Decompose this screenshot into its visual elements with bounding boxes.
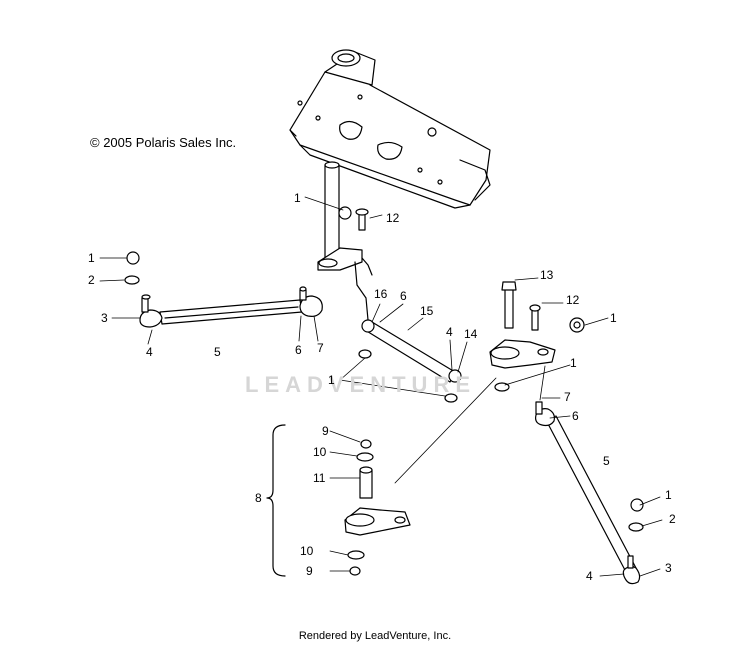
callout-label: 13: [540, 268, 554, 282]
callout-label: 9: [322, 424, 329, 438]
callout-label: 14: [464, 327, 478, 341]
render-credit: Rendered by LeadVenture, Inc.: [298, 630, 452, 642]
idler-arm-kit: [267, 425, 410, 576]
callout-label: 12: [386, 211, 400, 225]
callout-label: 10: [313, 445, 327, 459]
callout-label: 7: [317, 341, 324, 355]
right-tie-rod: [536, 402, 640, 584]
callout-label: 1: [294, 191, 301, 205]
callout-label: 6: [572, 409, 579, 423]
callout-label: 1: [610, 311, 617, 325]
callout-label: 3: [665, 561, 672, 575]
callout-label: 1: [88, 251, 95, 265]
callout-label: 16: [374, 287, 388, 301]
callout-label: 5: [603, 454, 610, 468]
drag-link: [359, 320, 461, 402]
callout-label: 4: [446, 325, 453, 339]
callout-label: 6: [295, 343, 302, 357]
callout-label: 2: [88, 273, 95, 287]
callout-label: 4: [146, 345, 153, 359]
watermark: LEADVENTURE: [245, 372, 477, 397]
callout-label: 8: [255, 491, 262, 505]
callout-label: 1: [570, 356, 577, 370]
frame-assembly: [290, 50, 490, 208]
callout-label: 15: [420, 304, 434, 318]
idler-arm: [490, 282, 584, 391]
callout-label: 1: [665, 488, 672, 502]
callout-label: 7: [564, 390, 571, 404]
callout-label: 9: [306, 564, 313, 578]
callout-label: 5: [214, 345, 221, 359]
callout-label: 1: [328, 373, 335, 387]
steering-post: [318, 162, 372, 320]
left-tie-rod: [140, 287, 322, 327]
callout-label: 11: [313, 471, 326, 485]
callout-label: 2: [669, 512, 676, 526]
hardware: [125, 207, 643, 531]
callout-label: 6: [400, 289, 407, 303]
leader-lines: [100, 197, 662, 576]
callout-label: 3: [101, 311, 108, 325]
callout-label: 4: [586, 569, 593, 583]
copyright-notice: © 2005 Polaris Sales Inc.: [90, 135, 237, 150]
callout-label: 10: [300, 544, 314, 558]
callout-label: 12: [566, 293, 580, 307]
